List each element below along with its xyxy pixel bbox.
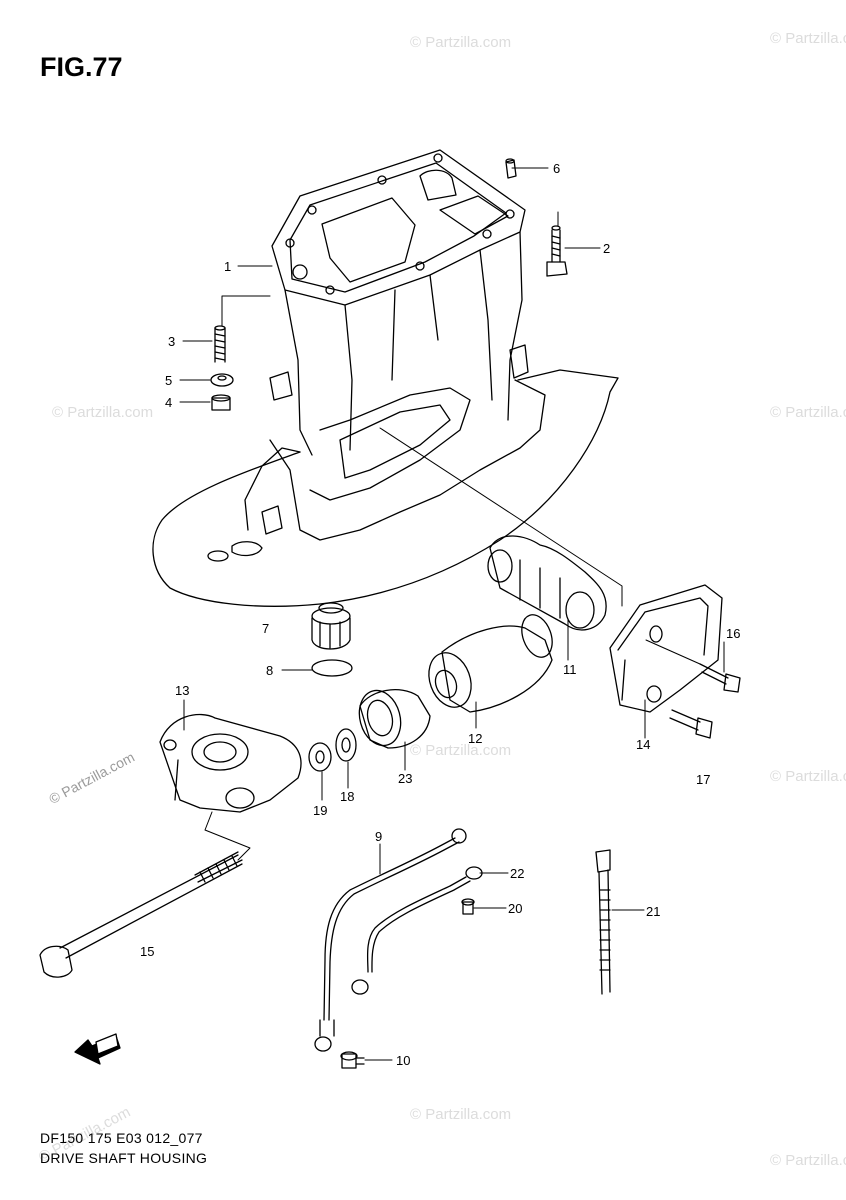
figure-caption: DRIVE SHAFT HOUSING <box>40 1150 208 1166</box>
callout-17[interactable]: 17 <box>696 772 711 787</box>
front-direction-arrow-icon <box>74 1033 121 1065</box>
bolt-stud-2 <box>546 225 568 277</box>
callout-1[interactable]: 1 <box>224 259 232 274</box>
callout-12[interactable]: 12 <box>468 731 483 746</box>
leader-lines <box>179 167 725 1061</box>
washer-19 <box>308 742 332 772</box>
callout-11[interactable]: 11 <box>563 662 577 677</box>
callout-14[interactable]: 14 <box>636 737 651 752</box>
drive-shaft-housing <box>152 149 619 607</box>
rubber-mount-11 <box>487 535 607 631</box>
figure-title: FIG.77 <box>40 52 123 82</box>
callout-4[interactable]: 4 <box>165 395 173 410</box>
screw-10 <box>340 1051 365 1069</box>
washer-5 <box>210 373 234 387</box>
callout-7[interactable]: 7 <box>262 621 270 636</box>
callout-21[interactable]: 21 <box>646 904 661 919</box>
mount-body-12 <box>428 614 553 713</box>
side-bracket-14 <box>609 584 723 713</box>
callout-19[interactable]: 19 <box>313 803 328 818</box>
ground-cable-9 <box>314 828 467 1052</box>
bolt-17 <box>669 709 713 739</box>
callout-20[interactable]: 20 <box>508 901 523 916</box>
callout-3[interactable]: 3 <box>168 334 176 349</box>
mount-bracket-13 <box>159 714 302 813</box>
collar-23 <box>358 689 431 749</box>
callout-13[interactable]: 13 <box>175 683 190 698</box>
callout-6[interactable]: 6 <box>553 161 561 176</box>
o-ring-8 <box>311 659 353 677</box>
plug-cap-7 <box>311 602 351 650</box>
callout-10[interactable]: 10 <box>396 1053 411 1068</box>
stud-3 <box>214 325 226 363</box>
callout-22[interactable]: 22 <box>510 866 525 881</box>
dowel-pin <box>505 158 517 179</box>
callout-18[interactable]: 18 <box>340 789 355 804</box>
callout-8[interactable]: 8 <box>266 663 274 678</box>
cable-tie-21 <box>595 849 611 995</box>
long-bolt-15 <box>39 851 243 978</box>
washer-18 <box>335 728 357 762</box>
figure-code: DF150 175 E03 012_077 <box>40 1130 203 1146</box>
nut-4 <box>211 394 231 411</box>
callout-9[interactable]: 9 <box>375 829 383 844</box>
bolt-16 <box>699 663 741 693</box>
callout-15[interactable]: 15 <box>140 944 155 959</box>
callout-16[interactable]: 16 <box>726 626 741 641</box>
callout-23[interactable]: 23 <box>398 771 413 786</box>
callout-5[interactable]: 5 <box>165 373 173 388</box>
callout-2[interactable]: 2 <box>603 241 611 256</box>
screw-20 <box>461 898 475 915</box>
